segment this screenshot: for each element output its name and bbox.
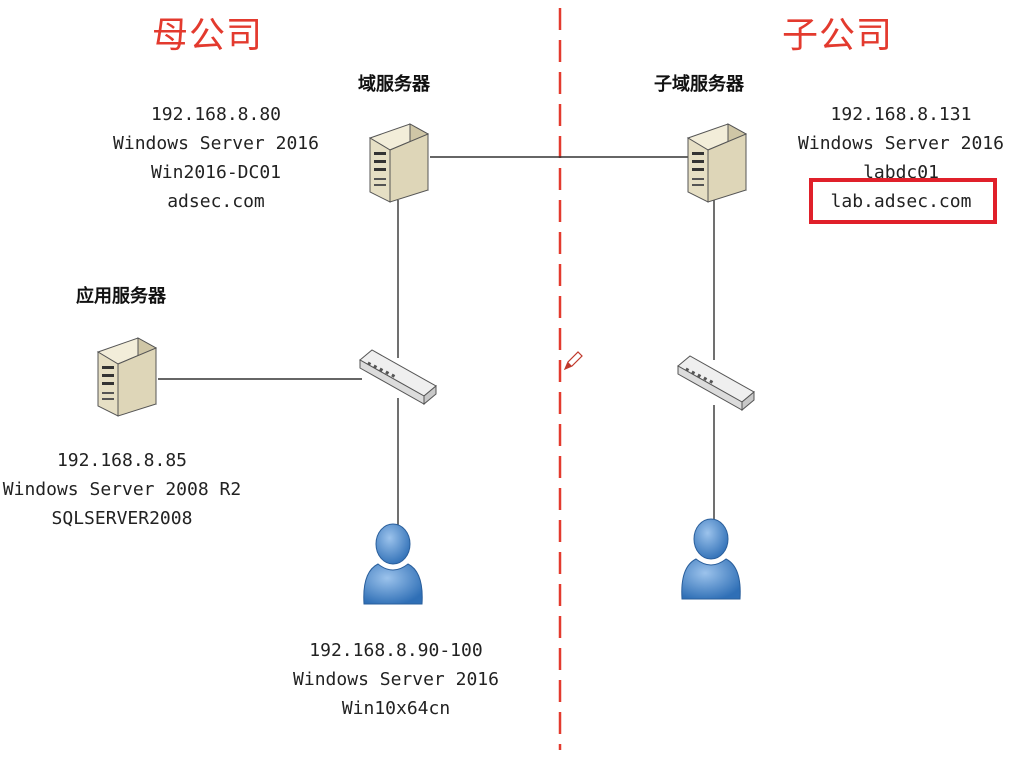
domain-server-ip: 192.168.8.80 bbox=[150, 104, 282, 125]
domain-server-title: 域服务器 bbox=[358, 74, 430, 95]
child-domain-server-info: 192.168.8.131 Windows Server 2016 labdc0… bbox=[778, 100, 1024, 216]
server-icon[interactable] bbox=[684, 122, 750, 204]
domain-server-hostname: Win2016-DC01 bbox=[150, 162, 282, 183]
domain-server-info: 192.168.8.80 Windows Server 2016 Win2016… bbox=[96, 100, 336, 216]
domain-server-domain: adsec.com bbox=[167, 191, 265, 212]
server-icon[interactable] bbox=[366, 122, 432, 204]
zone-title-child: 子公司 bbox=[782, 15, 894, 56]
user-icon[interactable] bbox=[678, 515, 744, 601]
child-domain-server-ip: 192.168.8.131 bbox=[830, 104, 972, 125]
switch-icon[interactable] bbox=[356, 346, 440, 406]
app-server-info: 192.168.8.85 Windows Server 2008 R2 SQLS… bbox=[0, 446, 254, 533]
pen-cursor-icon bbox=[563, 351, 583, 371]
domain-server-os: Windows Server 2016 bbox=[113, 133, 319, 154]
child-domain-server-hostname: labdc01 bbox=[863, 162, 939, 183]
child-domain-server-domain: lab.adsec.com bbox=[830, 191, 972, 212]
app-server-os: Windows Server 2008 R2 bbox=[2, 479, 242, 500]
parent-client-ip: 192.168.8.90-100 bbox=[309, 640, 483, 661]
switch-icon[interactable] bbox=[674, 352, 758, 412]
user-icon[interactable] bbox=[360, 520, 426, 606]
app-server-hostname: SQLSERVER2008 bbox=[51, 508, 193, 529]
server-icon[interactable] bbox=[94, 336, 160, 418]
child-domain-server-os: Windows Server 2016 bbox=[798, 133, 1004, 154]
child-domain-server-title: 子域服务器 bbox=[654, 74, 744, 95]
child-domain-highlight-box bbox=[809, 178, 997, 224]
parent-client-os: Windows Server 2016 bbox=[293, 669, 499, 690]
app-server-title: 应用服务器 bbox=[76, 286, 166, 307]
parent-client-info: 192.168.8.90-100 Windows Server 2016 Win… bbox=[262, 636, 530, 723]
zone-title-parent: 母公司 bbox=[152, 15, 264, 56]
parent-client-hostname: Win10x64cn bbox=[341, 698, 451, 719]
app-server-ip: 192.168.8.85 bbox=[56, 450, 188, 471]
